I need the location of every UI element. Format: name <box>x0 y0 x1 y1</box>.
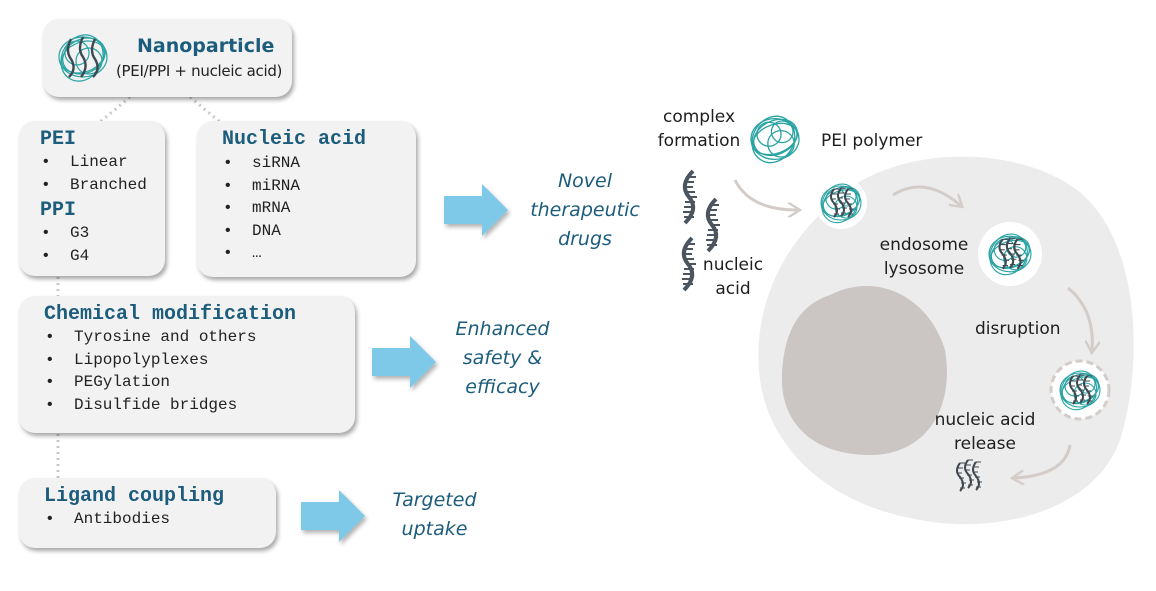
nanoparticle-subtitle: (PEI/PPI + nucleic acid) <box>116 62 283 80</box>
outcome-novel-drugs: Novel therapeutic drugs <box>520 167 650 254</box>
ligand-coupling-box: Ligand coupling Antibodies <box>19 478 276 548</box>
label-line: complex <box>662 107 736 127</box>
label-line: nucleic acid <box>934 410 1036 430</box>
nanoparticle-title: Nanoparticle <box>137 35 275 57</box>
outcome-line: Enhanced <box>455 318 550 340</box>
list-item: … <box>222 242 366 265</box>
ppi-list: G3 G4 <box>40 222 147 267</box>
outcome-line: efficacy <box>465 376 540 398</box>
chemical-modification-box: Chemical modification Tyrosine and other… <box>19 296 355 433</box>
nanoparticle-icon <box>58 34 108 82</box>
dna-icon <box>704 197 722 253</box>
label-line: formation <box>657 131 741 151</box>
nucleic-acid-list: siRNA miRNA mRNA DNA … <box>222 152 366 265</box>
list-item: miRNA <box>222 175 366 198</box>
nucleus <box>781 286 947 455</box>
list-item: Branched <box>40 174 147 197</box>
flow-arrow <box>733 179 797 210</box>
flow-arrow <box>1015 444 1072 478</box>
outcome-line: uptake <box>401 518 468 540</box>
outcome-line: Novel <box>557 170 613 192</box>
connector-np-pei <box>99 95 131 124</box>
disruption-label: disruption <box>975 319 1061 339</box>
label-line: endosome <box>879 235 969 255</box>
endosome-label: endosome lysosome <box>874 233 974 281</box>
right-arrow-icon <box>372 336 436 388</box>
outcome-safety-efficacy: Enhanced safety & efficacy <box>440 315 565 402</box>
list-item: DNA <box>222 220 366 243</box>
right-arrow-icon <box>301 490 365 542</box>
flow-arrow <box>892 185 960 205</box>
list-item: G4 <box>40 245 147 268</box>
dna-icon <box>680 236 698 292</box>
outcome-targeted-uptake: Targeted uptake <box>372 486 497 544</box>
list-item: Linear <box>40 151 147 174</box>
ligand-coupling-title: Ligand coupling <box>44 485 225 508</box>
complex-formation-label: complex formation <box>652 105 746 153</box>
nucleic-acid-label: nucleic acid <box>698 253 768 301</box>
label-line: release <box>954 434 1016 454</box>
right-arrow-icon <box>444 184 508 236</box>
list-item: Tyrosine and others <box>44 326 296 349</box>
pei-title: PEI <box>40 128 77 151</box>
list-item: G3 <box>40 222 147 245</box>
label-line: nucleic <box>702 255 764 275</box>
dna-icon <box>681 169 699 225</box>
connector-np-nucleic <box>189 95 221 124</box>
outcome-line: drugs <box>558 228 612 250</box>
nucleic-acid-title: Nucleic acid <box>222 128 367 151</box>
pei-polymer-label: PEI polymer <box>821 131 923 151</box>
release-label: nucleic acid release <box>930 408 1040 456</box>
ppi-title: PPI <box>40 199 77 222</box>
label-line: acid <box>715 279 751 299</box>
list-item: siRNA <box>222 152 366 175</box>
label-line: lysosome <box>883 259 965 279</box>
list-item: Disulfide bridges <box>44 394 296 417</box>
outcome-line: Targeted <box>392 489 477 511</box>
list-item: PEGylation <box>44 371 296 394</box>
polymer-box: PEI Linear Branched PPI G3 G4 <box>19 121 165 276</box>
list-item: mRNA <box>222 197 366 220</box>
outcome-line: safety & <box>462 347 543 369</box>
ligand-coupling-list: Antibodies <box>44 508 224 531</box>
nanoparticle-box: Nanoparticle (PEI/PPI + nucleic acid) <box>43 19 292 97</box>
chemical-modification-list: Tyrosine and others Lipopolyplexes PEGyl… <box>44 326 296 416</box>
pei-polymer-icon <box>743 107 805 172</box>
list-item: Antibodies <box>44 508 224 531</box>
list-item: Lipopolyplexes <box>44 349 296 372</box>
nucleic-acid-box: Nucleic acid siRNA miRNA mRNA DNA … <box>197 121 416 277</box>
chemical-modification-title: Chemical modification <box>44 303 297 326</box>
flow-arrow <box>1067 286 1092 350</box>
outcome-line: therapeutic <box>530 199 640 221</box>
pei-list: Linear Branched <box>40 151 147 196</box>
